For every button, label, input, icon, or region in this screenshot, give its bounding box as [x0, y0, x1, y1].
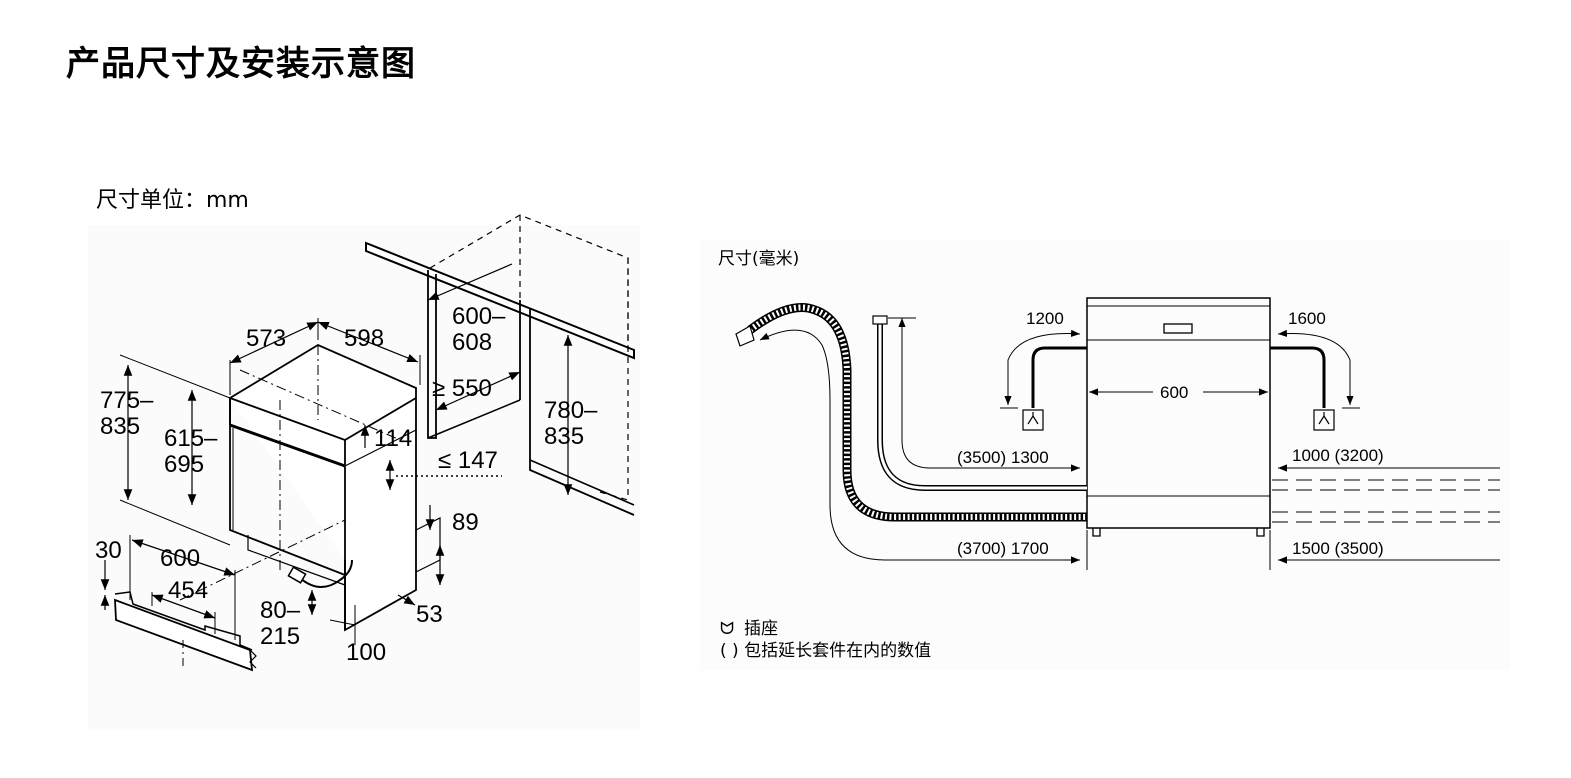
- dim-780-835-a: 780–: [544, 397, 598, 424]
- dim-hose-left-top: (3500) 1300: [957, 448, 1049, 467]
- right-front-diagram: 尺寸(毫米): [700, 240, 1510, 670]
- dim-1600: 1600: [1288, 309, 1326, 328]
- socket-legend-icon: ᗢ: [720, 619, 734, 639]
- dim-600-608-a: 600–: [452, 303, 506, 330]
- dim-89: 89: [452, 509, 479, 536]
- dim-615-695-a: 615–: [164, 425, 218, 452]
- dim-454: 454: [168, 577, 208, 604]
- dim-80-215-a: 80–: [260, 597, 301, 624]
- dim-573: 573: [246, 325, 286, 352]
- dim-600-plinth: 600: [160, 545, 200, 572]
- dim-600-width: 600: [1160, 383, 1188, 402]
- dim-598: 598: [344, 325, 384, 352]
- dim-615-695-b: 695: [164, 451, 204, 478]
- dim-100: 100: [346, 639, 386, 666]
- dim-hose-right-top: 1000 (3200): [1292, 446, 1384, 465]
- dim-hose-left-bottom: (3700) 1700: [957, 539, 1049, 558]
- dim-hose-right-bottom: 1500 (3500): [1292, 539, 1384, 558]
- extension-note: ( ) 包括延长套件在内的数值: [720, 641, 931, 661]
- socket-legend-label: 插座: [744, 619, 778, 639]
- dim-53: 53: [416, 601, 443, 628]
- dim-114: 114: [374, 425, 412, 452]
- left-dimension-labels: 573 598 600– 608 ≥ 550 775– 835 615– 695…: [95, 303, 598, 666]
- dim-775-835-b: 835: [100, 413, 140, 440]
- dim-600-608-b: 608: [452, 329, 492, 356]
- right-diagram-title: 尺寸(毫米): [718, 249, 799, 269]
- dim-80-215-b: 215: [260, 623, 300, 650]
- dim-775-835-a: 775–: [100, 387, 154, 414]
- dim-30: 30: [95, 537, 122, 564]
- left-isometric-diagram: [88, 214, 640, 730]
- dim-550: ≥ 550: [432, 375, 492, 402]
- dim-147: ≤ 147: [438, 447, 498, 474]
- dim-1200: 1200: [1026, 309, 1064, 328]
- page-title: 产品尺寸及安装示意图: [66, 44, 416, 84]
- dim-780-835-b: 835: [544, 423, 584, 450]
- unit-label: 尺寸单位：mm: [96, 188, 249, 213]
